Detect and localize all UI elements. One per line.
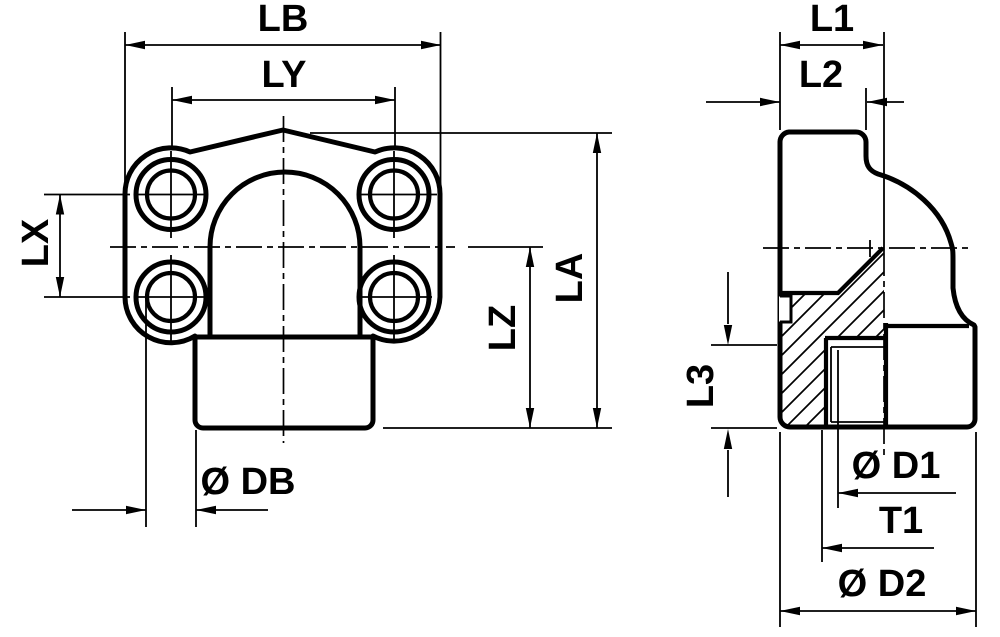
dimension-l2: L2 [706, 54, 904, 130]
dim-label-la: LA [549, 253, 591, 304]
bore-chamfer-edge [781, 246, 885, 296]
arrowhead [723, 325, 733, 345]
bolt-hole-inner [367, 168, 421, 221]
arrowhead [525, 247, 535, 267]
dim-label-l2: L2 [799, 54, 843, 96]
arrowhead [867, 97, 887, 107]
dimension-ly: LY [171, 54, 396, 149]
dimension-l3: L3 [680, 272, 777, 497]
thread-line [830, 346, 886, 423]
dimension-lx: LX [15, 193, 130, 298]
arrowhead [780, 606, 800, 616]
dimension-l1: L1 [779, 0, 883, 130]
bolt-hole [133, 157, 209, 232]
arrowhead [838, 488, 858, 498]
front-view-outline [122, 127, 443, 431]
dim-label-l3: L3 [680, 364, 722, 408]
arrowhead [723, 429, 733, 449]
arrowhead [172, 95, 192, 105]
arrowhead [196, 505, 216, 515]
section-hatching [781, 248, 884, 427]
side-view-outline [777, 129, 978, 430]
groove-mask [779, 296, 792, 322]
arrowhead [55, 194, 65, 215]
dimension-db: Ø DB [72, 300, 296, 527]
arrowhead [592, 408, 602, 428]
dim-label-l1: L1 [810, 0, 854, 40]
oring-groove [780, 294, 793, 324]
dim-label-lz: LZ [482, 305, 524, 351]
dimension-lb: LB [124, 0, 442, 190]
bolt-hole [356, 259, 432, 335]
side-view-internal-edges [779, 246, 969, 427]
bolt-hole-inner [367, 270, 421, 324]
dim-label-t1: T1 [879, 500, 923, 542]
arrowhead [375, 95, 395, 105]
front-view-arch [207, 169, 363, 340]
arrowhead [592, 133, 602, 153]
arrowhead [822, 543, 842, 553]
dim-label-d1: Ø D1 [852, 445, 941, 487]
dim-label-lx: LX [15, 218, 57, 267]
arrowhead [525, 408, 535, 428]
arrowhead [125, 40, 145, 50]
bolt-hole-centerline-ticks [136, 151, 437, 341]
dim-label-db: Ø DB [201, 461, 296, 503]
arrowhead [421, 40, 441, 50]
bolt-hole-inner [144, 270, 198, 324]
bolt-hole [356, 157, 432, 232]
dimension-lz: LZ [468, 246, 543, 428]
dimension-d1: Ø D1 [837, 350, 956, 508]
bolt-hole-inner [144, 168, 198, 221]
port-bore-edge [823, 335, 886, 426]
arrowhead [863, 40, 883, 50]
arrowhead [780, 40, 800, 50]
dim-label-lb: LB [258, 0, 309, 40]
dimension-t1: T1 [821, 430, 934, 562]
dim-label-d2: Ø D2 [838, 563, 927, 605]
dimension-d2: Ø D2 [779, 432, 977, 627]
side-centerlines [763, 32, 968, 458]
bolt-hole [133, 259, 209, 335]
bolt-holes [133, 157, 432, 335]
arrowhead [956, 606, 976, 616]
arrowhead [126, 505, 146, 515]
front-centerlines [110, 116, 455, 443]
front-view: LB LY LX Ø DB LZ [15, 0, 612, 527]
dim-label-ly: LY [261, 54, 306, 96]
side-view: L1 L2 L3 Ø D1 T1 [680, 0, 978, 627]
arrowhead [760, 97, 780, 107]
arrowhead [55, 277, 65, 297]
dimension-la: LA [310, 132, 612, 429]
